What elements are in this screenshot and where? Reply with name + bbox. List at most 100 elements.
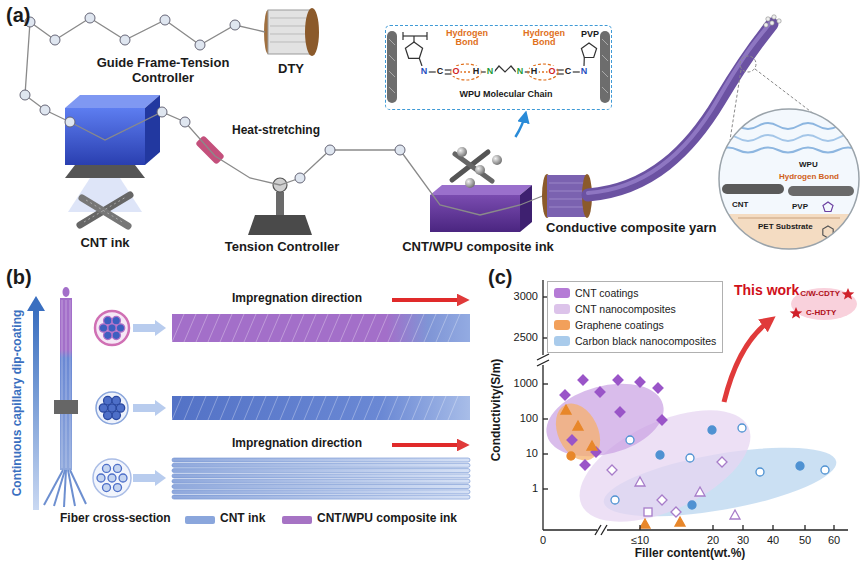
fiber-twist bbox=[208, 396, 218, 420]
legend-row: Graphene coatings bbox=[554, 317, 716, 333]
fiber-twist bbox=[220, 314, 232, 342]
composite-ink-bath bbox=[430, 185, 532, 195]
loose-fiber bbox=[172, 474, 470, 478]
fiber-circle bbox=[114, 464, 122, 472]
molecular-structure bbox=[419, 58, 422, 66]
atom-symbol: C bbox=[436, 66, 445, 76]
molecular-structure bbox=[402, 32, 403, 40]
chart-axes bbox=[639, 525, 640, 530]
guide-rollers bbox=[50, 35, 60, 45]
data-point bbox=[615, 407, 625, 417]
data-point bbox=[595, 387, 605, 397]
composite-ink-bath bbox=[430, 185, 532, 232]
data-point bbox=[611, 496, 619, 504]
data-point bbox=[561, 405, 571, 414]
axis-breaks bbox=[595, 525, 601, 535]
fiber-twist bbox=[292, 314, 304, 342]
ellipse-with-stars bbox=[842, 288, 855, 300]
data-point bbox=[644, 508, 652, 516]
conductive-yarn-spool bbox=[549, 199, 585, 200]
fiber-twist bbox=[316, 314, 328, 342]
scatter-points bbox=[560, 375, 829, 528]
chart-axes bbox=[543, 488, 548, 489]
molecular-structure bbox=[426, 32, 427, 40]
legend-row: CNT coatings bbox=[554, 285, 716, 301]
conductive-yarn bbox=[764, 23, 768, 27]
axis-breaks bbox=[537, 360, 549, 366]
axis-breaks bbox=[601, 525, 607, 535]
coating-structure bbox=[719, 109, 859, 249]
atom-symbol: H bbox=[472, 66, 481, 76]
strand-middle bbox=[172, 396, 470, 420]
fiber-twist bbox=[376, 314, 388, 342]
conductive-yarn-spool bbox=[549, 207, 585, 208]
dip-coating-arrow bbox=[27, 296, 45, 311]
ink-bath-station: CNT/WPU composite ink bbox=[393, 140, 563, 256]
part-label: Fiber cross-section bbox=[60, 512, 171, 526]
chart-axes bbox=[543, 529, 848, 530]
molecular-structure bbox=[444, 69, 452, 70]
molecular-structure bbox=[524, 71, 530, 72]
inset-circle: WPUHydrogen BondCNTPVPPET Substrate bbox=[718, 108, 860, 250]
data-point bbox=[821, 466, 829, 474]
legend-row: Carbon black nanocomposites bbox=[554, 333, 716, 349]
coating-structure bbox=[718, 108, 860, 250]
vertical-yarn-bundle bbox=[60, 298, 72, 470]
molecular-structure bbox=[600, 31, 610, 103]
direction-label: Impregnation direction bbox=[232, 437, 362, 451]
chart-axes bbox=[772, 525, 773, 530]
fiber-twist bbox=[304, 396, 314, 420]
conductive-yarn-spool bbox=[549, 183, 585, 184]
chart-axes bbox=[712, 525, 713, 530]
fiber-twist bbox=[340, 314, 352, 342]
atom-symbol: N bbox=[516, 66, 525, 76]
fiber-circle bbox=[114, 484, 122, 492]
fiber-twist bbox=[340, 396, 350, 420]
part-label: Guide Frame-Tension Controller bbox=[87, 56, 239, 86]
coating-structure bbox=[722, 184, 784, 194]
axis-breaks bbox=[537, 354, 607, 535]
conductive-yarn bbox=[770, 21, 774, 25]
data-point bbox=[756, 468, 764, 476]
bond-label: Hydrogen Bond bbox=[778, 172, 840, 181]
guide-rollers bbox=[20, 13, 405, 183]
station-label: CNT/WPU composite ink bbox=[402, 240, 554, 255]
conductive-yarn-spool bbox=[547, 175, 587, 217]
data-point bbox=[567, 435, 577, 445]
strand-top-fibers bbox=[172, 314, 460, 342]
dty-spool bbox=[270, 26, 310, 27]
chart-axes bbox=[543, 280, 848, 530]
chart-axes bbox=[543, 383, 548, 384]
atom-symbol: N bbox=[420, 66, 429, 76]
fiber-twist bbox=[328, 396, 338, 420]
tick-label: 40 bbox=[767, 534, 779, 547]
data-point bbox=[653, 383, 663, 393]
panel-label: (c) bbox=[488, 266, 512, 289]
vertical-yarn-bundle bbox=[54, 400, 78, 414]
data-point bbox=[738, 424, 746, 432]
molecular-structure bbox=[602, 55, 608, 61]
cnt-ink-bath bbox=[145, 95, 160, 165]
fiber-circle bbox=[104, 396, 112, 404]
cross-section-outline bbox=[93, 459, 131, 497]
guide-rollers bbox=[40, 105, 50, 115]
molecular-structure bbox=[602, 87, 608, 93]
fiber-twist bbox=[328, 314, 340, 342]
tick-label: 50 bbox=[799, 534, 811, 547]
part-label: Conductive composite yarn bbox=[546, 221, 716, 236]
fiber-twist bbox=[232, 314, 244, 342]
molecular-structure bbox=[451, 64, 481, 80]
tick-label: 30 bbox=[737, 534, 749, 547]
fiber-circle bbox=[112, 331, 120, 339]
molecular-structure bbox=[460, 71, 472, 72]
fiber-twist bbox=[196, 314, 208, 342]
cnt-ink-bath bbox=[65, 95, 160, 212]
data-point bbox=[635, 377, 645, 387]
coating-structure bbox=[738, 218, 840, 219]
legend-swatch bbox=[554, 336, 570, 346]
tick-label: 1 bbox=[532, 482, 538, 495]
conductive-yarn bbox=[766, 17, 770, 21]
impregnation-arrows bbox=[392, 443, 462, 447]
guide-rollers bbox=[157, 107, 167, 117]
data-point bbox=[587, 441, 597, 450]
